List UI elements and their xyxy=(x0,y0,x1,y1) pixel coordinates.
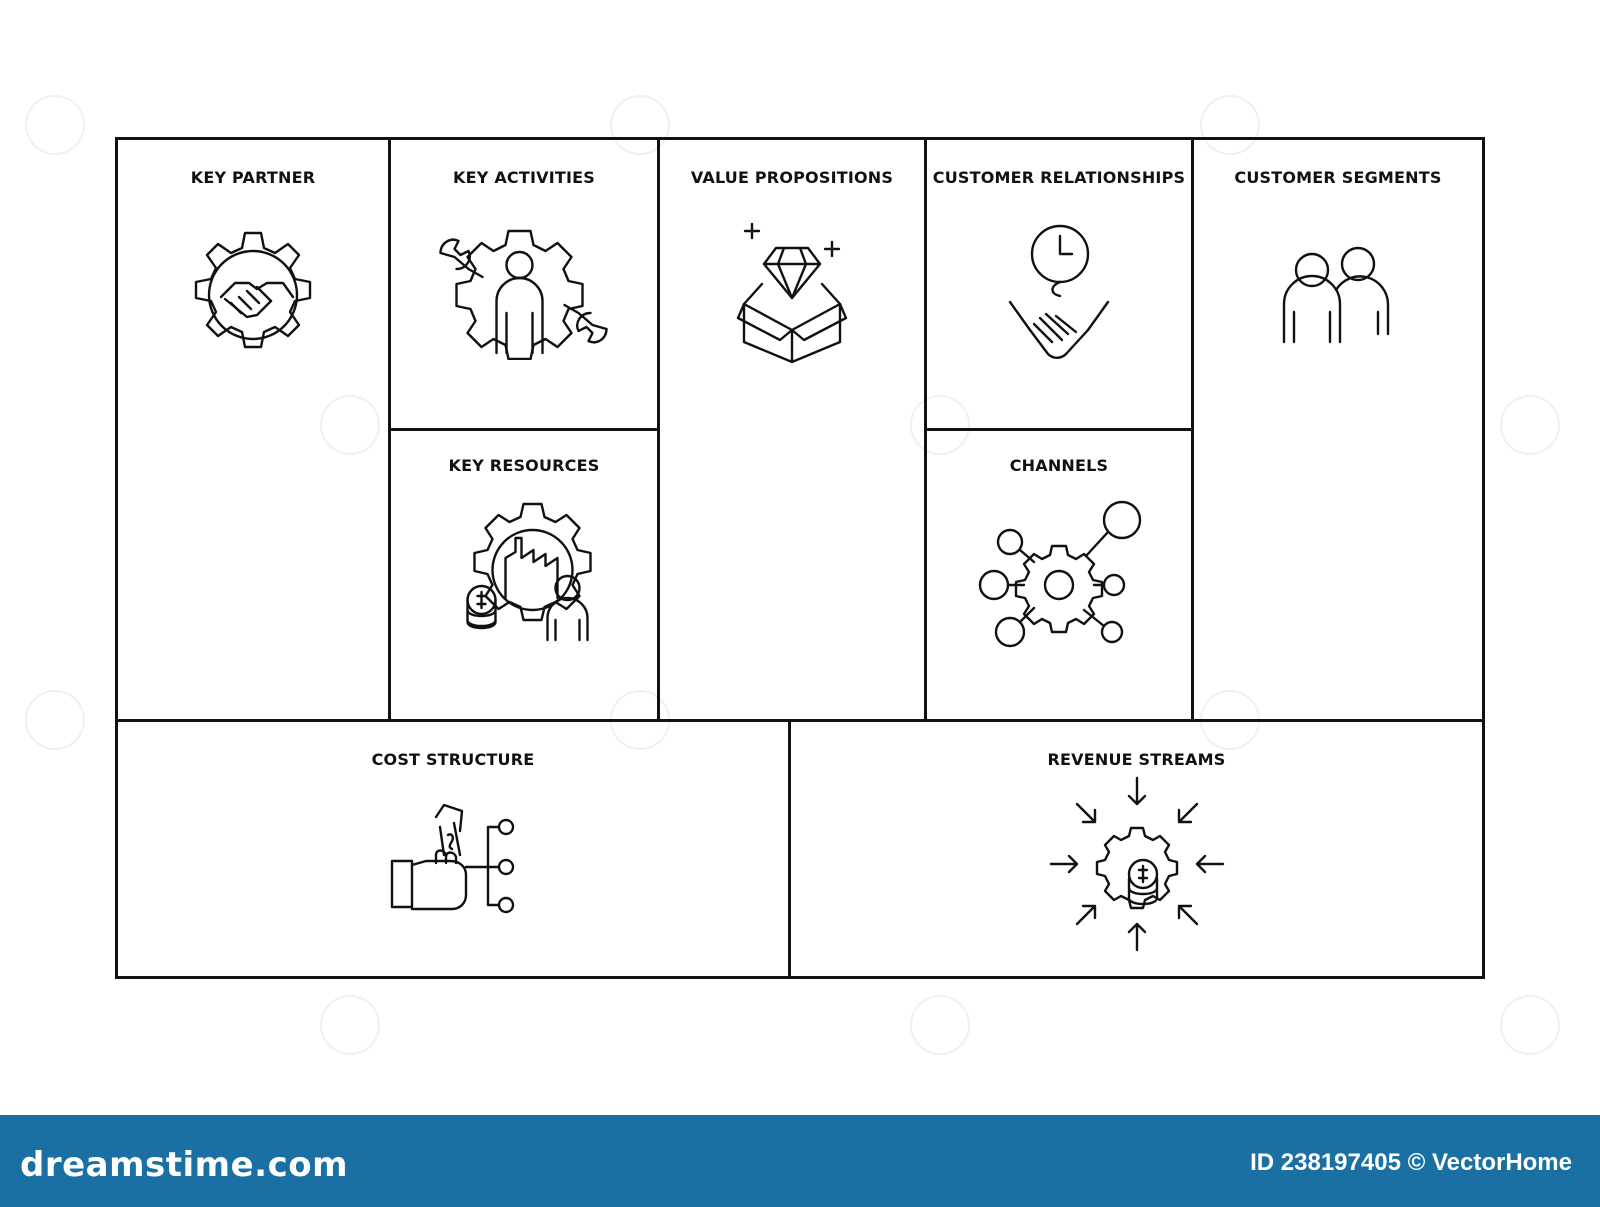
footer-bar: dreamstime.com ID 238197405 © VectorHome xyxy=(0,1115,1600,1207)
cell-title: KEY ACTIVITIES xyxy=(453,168,595,187)
watermark-icon xyxy=(320,395,380,455)
worker-gear-wrench-icon xyxy=(437,225,612,360)
watermark-icon xyxy=(910,995,970,1055)
cell-key-activities: KEY ACTIVITIES xyxy=(388,140,660,431)
watermark-icon xyxy=(25,690,85,750)
business-model-canvas: KEY PARTNER KEY ACTIVITIES KEY RES xyxy=(115,137,1485,979)
cell-customer-relationships: CUSTOMER RELATIONSHIPS xyxy=(924,140,1194,431)
watermark-icon xyxy=(610,95,670,155)
image-credit: ID 238197405 © VectorHome xyxy=(1250,1149,1572,1176)
cell-title: KEY RESOURCES xyxy=(448,456,600,475)
cell-cost-structure: COST STRUCTURE xyxy=(118,719,791,976)
watermark-icon xyxy=(320,995,380,1055)
cell-title: REVENUE STREAMS xyxy=(1047,750,1226,769)
hand-money-icon xyxy=(388,797,518,917)
handshake-gear-icon xyxy=(183,225,323,365)
factory-coins-person-icon xyxy=(452,500,597,645)
cell-title: VALUE PROPOSITIONS xyxy=(690,168,894,187)
watermark-icon xyxy=(25,95,85,155)
two-people-icon xyxy=(1278,244,1398,344)
watermark-icon xyxy=(1200,95,1260,155)
cell-channels: CHANNELS xyxy=(924,428,1194,722)
watermark-icon xyxy=(910,395,970,455)
watermark-icon xyxy=(1500,995,1560,1055)
network-gear-icon xyxy=(974,500,1144,650)
cell-title: CHANNELS xyxy=(1009,456,1109,475)
cell-title: CUSTOMER RELATIONSHIPS xyxy=(932,168,1186,187)
cell-revenue-streams: REVENUE STREAMS xyxy=(788,719,1482,976)
diamond-box-icon xyxy=(732,218,852,363)
cell-key-partner: KEY PARTNER xyxy=(118,140,391,722)
cell-value-propositions: VALUE PROPOSITIONS xyxy=(657,140,927,722)
cell-title: COST STRUCTURE xyxy=(371,750,535,769)
cell-customer-segments: CUSTOMER SEGMENTS xyxy=(1191,140,1482,722)
cell-title: CUSTOMER SEGMENTS xyxy=(1234,168,1442,187)
brand-logo[interactable]: dreamstime.com xyxy=(20,1145,349,1185)
watermark-icon xyxy=(1500,395,1560,455)
cell-key-resources: KEY RESOURCES xyxy=(388,428,660,722)
handshake-clock-icon xyxy=(1004,222,1114,367)
cell-title: KEY PARTNER xyxy=(190,168,316,187)
gear-coins-arrows-icon xyxy=(1047,774,1227,954)
